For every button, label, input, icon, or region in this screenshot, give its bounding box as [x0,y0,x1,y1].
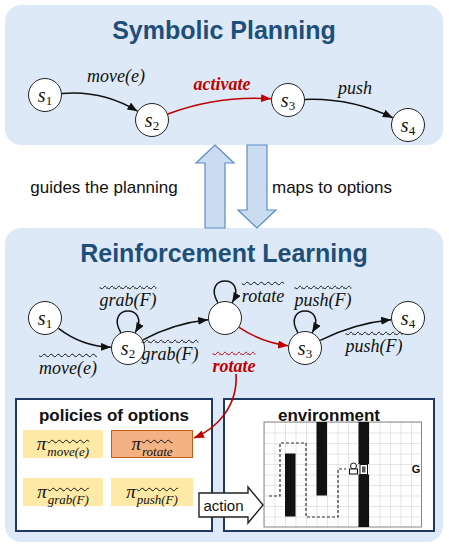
edge-label-text: action [203,497,243,514]
edge-label: grab(F) [142,344,199,365]
transition-arrow [239,327,288,345]
state-circle [208,301,242,335]
state-symbol: s [121,337,129,360]
state-circle: s2 [135,103,169,137]
transition-arrow [305,99,393,117]
option-name: move(e) [47,441,89,460]
state-symbol: s [38,84,46,107]
block-arrow [238,145,276,228]
block-arrow [196,145,234,228]
wall [317,422,328,496]
edge-label: rotate [242,286,284,307]
edge-label: activate [194,74,251,95]
edge-label: rotate [213,356,256,377]
policy-box: πmove(e) [23,430,103,458]
edge-label: grab(F) [100,290,157,311]
block-arrow [199,487,263,523]
edge-label-text: grab(F) [142,341,199,364]
policy-box: πpush(F) [111,478,193,506]
box-title: policies of options [17,406,211,426]
state-symbol: s [38,307,46,330]
state-index: 4 [409,123,416,139]
edge-label-text: grab(F) [100,287,157,310]
edge-label: push [338,78,372,99]
policy-symbol: π [37,433,47,455]
robot-icon [350,463,358,474]
policies-box: policies of optionsπmove(e)πrotateπgrab(… [15,398,213,532]
state-circle: s1 [28,301,62,335]
pointer-arrow [194,374,236,438]
state-circle: s3 [288,331,322,365]
edge-label-text: move(e) [39,355,97,378]
wall [285,454,296,517]
state-symbol: s [298,337,306,360]
state-symbol: s [401,114,409,137]
edge-label-text: rotate [213,353,256,376]
state-circle: s4 [391,108,425,142]
edge-label: push(F) [346,336,403,357]
policy-symbol: π [37,481,47,503]
state-index: 4 [409,316,416,332]
state-symbol: s [401,307,409,330]
state-index: 1 [46,316,53,332]
edge-label-text: rotate [242,283,284,306]
state-circle: s2 [111,331,145,365]
edge-label-text: guides the planning [30,178,177,197]
self-loop [214,281,236,303]
policy-symbol: π [131,433,141,455]
state-index: 2 [129,346,136,362]
state-index: 3 [289,98,296,114]
state-circle: s4 [391,301,425,335]
edge-label: action [203,497,243,514]
grid-world [264,422,422,527]
self-loop [117,311,139,333]
wall [359,422,370,464]
dashed-path [269,443,346,517]
panel-title: Reinforcement Learning [5,239,443,268]
option-name: grab(F) [48,489,89,508]
state-circle: s1 [28,78,62,112]
edge-label-text: push [338,78,372,98]
state-circle: s3 [271,83,305,117]
edge-label: move(e) [39,358,97,379]
edge-label-text: activate [194,74,251,94]
option-name: push(F) [137,489,178,508]
option-name: rotate [142,441,173,460]
edge-label: guides the planning [30,178,177,198]
transition-arrow [143,320,208,340]
transition-arrow [168,98,271,114]
edge-label: move(e) [87,66,145,87]
edge-label-text: move(e) [87,66,145,86]
goal-marker: G [412,463,421,475]
policy-box: πgrab(F) [23,478,103,506]
state-symbol: s [145,109,153,132]
door-icon [360,465,368,475]
edge-label-text: push(F) [295,287,352,310]
edge-label: maps to options [272,178,392,198]
edge-label: push(F) [295,290,352,311]
state-index: 3 [306,346,313,362]
state-index: 2 [153,118,160,134]
edge-label-text: push(F) [346,333,403,356]
state-symbol: s [281,89,289,112]
edge-label-text: maps to options [272,178,392,197]
policy-symbol: π [126,481,136,503]
transition-arrow [62,93,138,111]
panel-title: Symbolic Planning [5,16,443,45]
state-index: 1 [46,93,53,109]
wall [359,475,370,528]
transition-arrow [59,328,112,347]
policy-box: πrotate [111,430,193,458]
self-loop [294,311,316,333]
